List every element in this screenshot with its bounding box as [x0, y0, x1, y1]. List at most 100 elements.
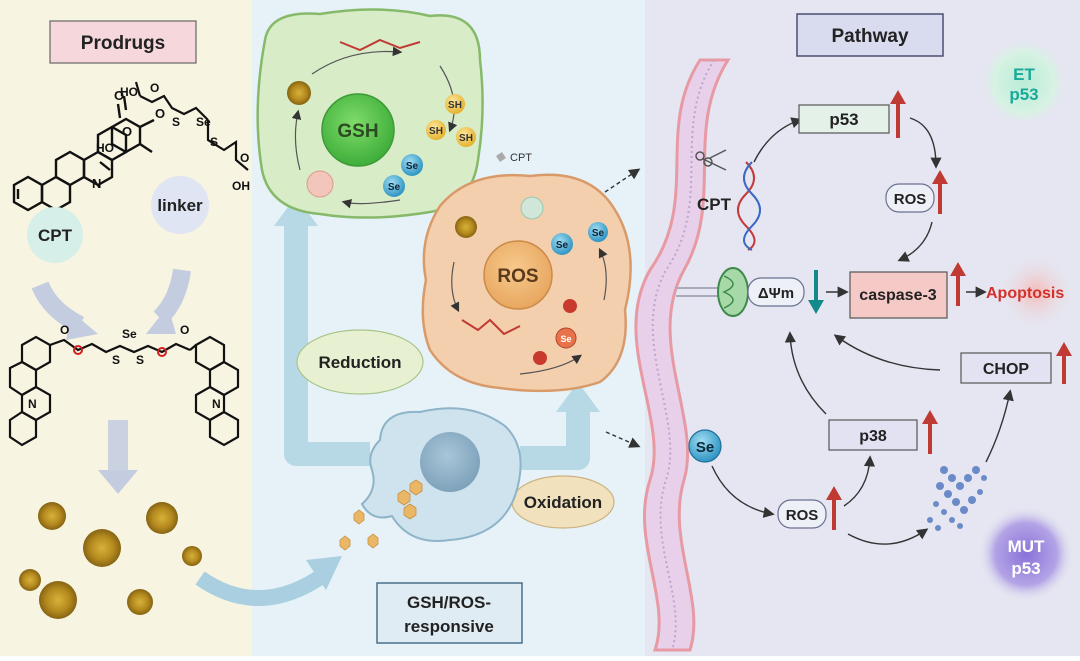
prodrug-atom-s2: S: [136, 353, 144, 367]
p38-to-dpsi-arrow: [784, 331, 827, 415]
sh-ball: [426, 120, 446, 140]
sh-ball: [445, 94, 465, 114]
linker-atom-o-bottom: O: [240, 151, 249, 165]
ros-to-p38-arrow: [843, 455, 876, 507]
ros-se-label-2: Se: [592, 228, 605, 239]
caspase3-box: [849, 271, 948, 319]
p53-label: p53: [829, 110, 858, 129]
ros-top-label: ROS: [894, 191, 927, 208]
mac-to-pathway-dashed-arrow: [605, 431, 641, 448]
ros-to-caspase-arrow: [897, 221, 933, 262]
gsh-prodrug-chain: [339, 38, 421, 52]
nanoparticle: [182, 546, 202, 566]
sh-label-3: SH: [459, 133, 473, 144]
responsive-panel: GSH SH SH SH Se Se CPT ROS Se Se Se: [256, 8, 641, 644]
ros-cell-cluster: [520, 196, 544, 220]
cpt-bubble: [27, 207, 83, 263]
nanoparticle: [39, 581, 77, 619]
ros-bottom-pill: [777, 499, 827, 529]
apoptosis-label: Apoptosis: [986, 285, 1064, 302]
prodrugs-panel: Prodrugs N O O O HO HO O S: [8, 20, 342, 619]
prodrug-molecule: [8, 335, 240, 447]
cpt-atom-o2: O: [155, 106, 165, 121]
np-uptake-arrow: [195, 567, 330, 606]
cpt-tag-icon: [496, 152, 506, 162]
prodrugs-title: Prodrugs: [81, 33, 165, 54]
et-p53-glow: [980, 38, 1068, 126]
linker-atom-o-top: O: [150, 81, 159, 95]
ros-dot: [533, 351, 547, 365]
membrane-inner-texture: [651, 59, 715, 651]
prodrugs-title-box: [49, 20, 197, 64]
cpt-atom-o1: O: [114, 88, 124, 103]
pathway-se-ball: [688, 429, 722, 463]
pathway-title-box: [796, 13, 944, 57]
se-oxidized-ball: [555, 327, 577, 349]
p53-up-arrowhead: [890, 90, 906, 104]
ros-se-label-3: Se: [560, 334, 571, 344]
ros-top-pill: [885, 183, 935, 213]
pathway-title: Pathway: [831, 26, 909, 47]
cell-membrane: [634, 58, 731, 652]
ros-prodrug-chain: [461, 318, 521, 336]
gsh-cycle-arrow-3: [341, 199, 401, 209]
prodrug-atom-o1: O: [60, 323, 69, 337]
prodrug-atom-n1: N: [28, 397, 37, 411]
reduction-arrow: [284, 222, 370, 466]
cpt-bubble-label: CPT: [38, 226, 73, 245]
prodrug-atom-o2: O: [180, 323, 189, 337]
ros-dot: [563, 299, 577, 313]
ros-nucleus: [483, 240, 553, 310]
nanoparticles: [19, 502, 202, 619]
prodrug-atom-n2: N: [212, 397, 221, 411]
pathway-cpt-label: CPT: [697, 195, 732, 214]
cpt-atom-n1: N: [92, 176, 101, 191]
p53-to-ros-arrow: [909, 117, 942, 169]
nanoparticle: [38, 502, 66, 530]
mitochondrion-cristae: [722, 275, 734, 309]
oxidation-arrowhead: [556, 382, 600, 412]
ros-top-up-arrowhead: [932, 170, 948, 184]
ros-cycle-arrow-2: [519, 354, 582, 375]
oxidation-label: Oxidation: [524, 493, 602, 512]
nanoparticle: [19, 569, 41, 591]
pathway-se-label: Se: [696, 439, 714, 456]
scissors-icon: [695, 149, 727, 171]
chop-box: [960, 352, 1052, 384]
linker-atom-s1: S: [172, 115, 180, 129]
gsh-se-label-2: Se: [388, 182, 401, 193]
gsh-cell-nanoparticle: [287, 81, 311, 105]
engulfed-particles: [339, 479, 423, 551]
cpt-to-prodrug-arrowhead: [66, 312, 98, 340]
ros-bottom-label: ROS: [786, 507, 819, 524]
prodrug-to-np-arrowhead: [98, 470, 138, 494]
prodrug-ester-o-right: [157, 347, 167, 357]
ros-se-label-1: Se: [556, 240, 569, 251]
ros-to-er-arrow: [847, 528, 929, 545]
et-label-line2: p53: [1009, 85, 1038, 104]
cpt-atom-ho: HO: [96, 141, 114, 155]
mut-label-line2: p53: [1011, 559, 1040, 578]
cpt-molecule: [12, 95, 155, 212]
sh-label-2: SH: [429, 126, 443, 137]
responsive-footer-line2: responsive: [404, 617, 494, 636]
linker-molecule: [134, 81, 249, 171]
linker-atom-ho: HO: [120, 85, 138, 99]
apoptosis-glow: [996, 252, 1076, 332]
prodrug-ester-o-left: [73, 345, 83, 355]
gsh-label: GSH: [337, 121, 378, 142]
ros-cycle-arrow-3: [598, 247, 608, 301]
prodrug-atom-se: Se: [122, 327, 137, 341]
ros-cell-label: ROS: [497, 266, 538, 287]
reduction-ellipse: [296, 329, 424, 395]
chop-to-dpsi-arrow: [833, 334, 941, 371]
prodrug-atom-s1: S: [112, 353, 120, 367]
se-ball: [401, 154, 423, 176]
se-ball: [551, 233, 573, 255]
ros-cell-nanoparticle: [455, 216, 477, 238]
caspase-up-arrowhead: [950, 262, 966, 276]
ros-bottom-up-arrowhead: [826, 486, 842, 500]
p38-label: p38: [859, 428, 887, 445]
p53-box: [798, 104, 890, 134]
